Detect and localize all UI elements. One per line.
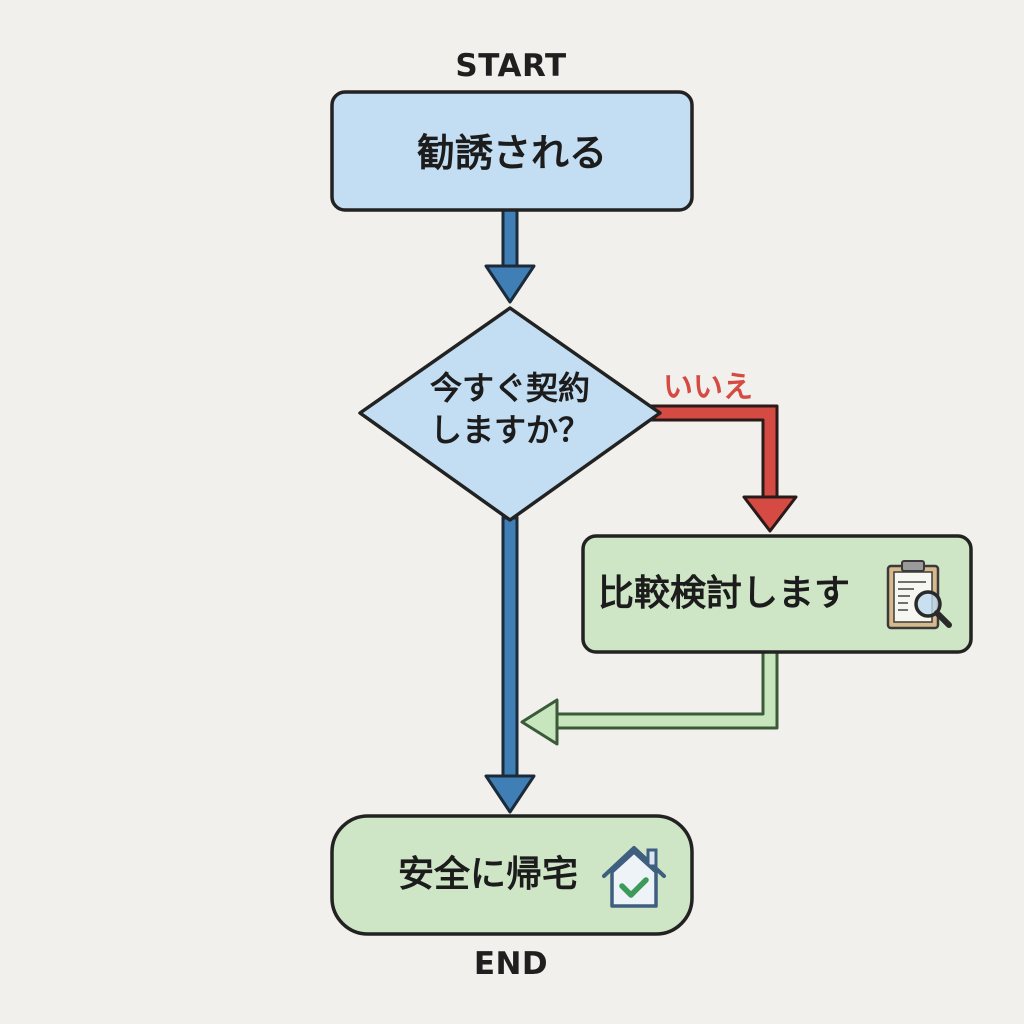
node-compare-label: 比較検討します <box>598 573 851 614</box>
node-compare-box <box>581 534 973 654</box>
arrow-start-to-decision <box>484 208 536 304</box>
node-solicited-box <box>330 90 694 212</box>
arrow-decision-to-end <box>484 516 536 814</box>
node-home-label: 安全に帰宅 <box>397 854 578 895</box>
node-solicited-label: 勧誘される <box>416 131 607 175</box>
node-decision-diamond <box>358 306 662 522</box>
house-check-icon <box>602 846 666 908</box>
start-label: START <box>455 48 567 84</box>
node-decision-line1: 今すぐ契約 <box>429 369 590 407</box>
node-decision-line2: しますか？ <box>429 410 590 449</box>
node-decision-label: 今すぐ契約 しますか？ <box>380 368 640 451</box>
arrow-no-branch <box>648 404 798 533</box>
node-home-box <box>330 814 694 936</box>
arrow-return-to-main <box>520 650 779 746</box>
end-label: END <box>473 946 549 982</box>
edge-no-label: いいえ <box>663 370 753 405</box>
clipboard-magnifier-icon <box>886 560 952 630</box>
